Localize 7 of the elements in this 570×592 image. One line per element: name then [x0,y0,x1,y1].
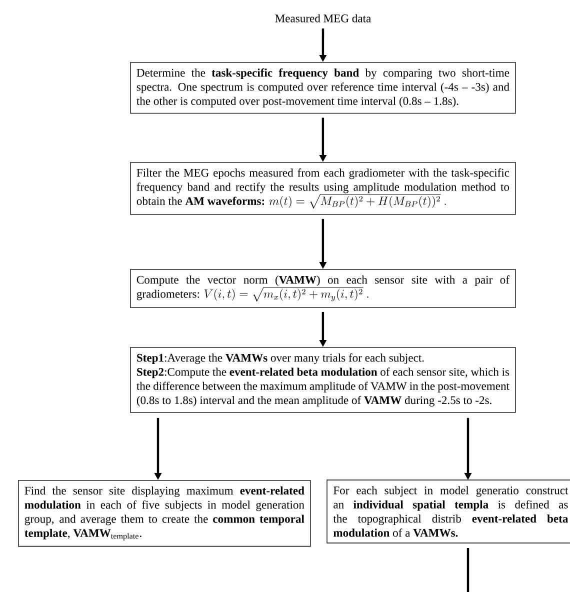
process-box: Determine the task-specific frequency band by comparing two short-time spectra. One spectrum is computed over reference time interval (-4s – -3s) and the other is computed over post-movement time interval (0.8s – 1.8s). [130,62,516,114]
process-box: Step1:Average the VAMWs over many trials for each subject. Step2:Compute the event-related beta modulation of each sensor site, which is the difference between the maximum amplitude of VAMW in the post-movement (0.8s to 1.8s) interval and the mean amplitude of VAMW during -2.5s to -2s. [130,347,516,413]
process-box: Find the sensor site displaying maximum event-related modulation in each of five subjects in model generation group, and average them to create the common temporal template, VAMW$_{template}$. [18,480,311,547]
process-box: Compute the vector norm (VAMW) on each sensor site with a pair of gradiometers: $V(i,t)=\sqrt{m_x(i,t)^2+m_y(i,t)^2}\ .$ [130,269,516,308]
process-box: For each subject in model generatio construct an individual spatial templa is defined as the topographical distrib event-related beta modulation of a VAMWs. [326,480,570,544]
process-box: Filter the MEG epochs measured from each gradiometer with the task-specific frequency band and rectify the results using amplitude modulation method to obtain the AM waveforms: $m(t)=\sqrt{M_{BP}(t)^2+H(M_{BP}(t))^2}\ .$ [130,162,516,215]
start-label: Measured MEG data [275,14,371,22]
